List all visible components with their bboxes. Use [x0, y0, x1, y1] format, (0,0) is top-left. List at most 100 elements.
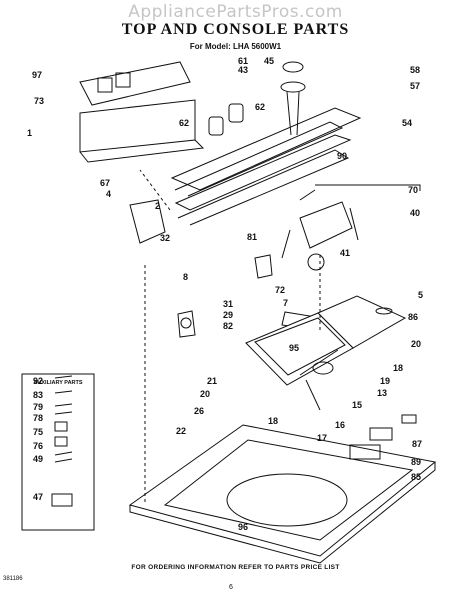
- console-end-cap: [129, 199, 166, 244]
- callout-16: 16: [335, 420, 345, 430]
- callout-85: 85: [411, 472, 421, 482]
- callout-82: 82: [223, 321, 233, 331]
- tub-opening: [226, 473, 348, 527]
- page-title: TOP AND CONSOLE PARTS: [121, 21, 350, 38]
- control-panel-window-1: [97, 77, 113, 93]
- callout-54: 54: [402, 118, 412, 128]
- callout-62-left: 62: [179, 118, 189, 128]
- callout-96: 96: [238, 522, 248, 532]
- lid: [245, 312, 354, 386]
- console-top-inner: [174, 121, 344, 197]
- callout-21: 21: [207, 376, 217, 386]
- ordering-note: FOR ORDERING INFORMATION REFER TO PARTS …: [131, 564, 340, 571]
- aux-part-47: [51, 493, 73, 507]
- lid-hinge-spring: [312, 361, 334, 375]
- callout-17: 17: [317, 433, 327, 443]
- callout-19: 19: [380, 376, 390, 386]
- callout-58: 58: [410, 65, 420, 75]
- timer-assembly: [299, 201, 353, 249]
- callout-72: 72: [275, 285, 285, 295]
- console-top: [170, 107, 362, 191]
- callout-20-left: 20: [200, 389, 210, 399]
- callout-49: 49: [33, 454, 43, 464]
- callout-7: 7: [283, 298, 288, 308]
- leader-dashed: [139, 169, 321, 505]
- control-panel: [79, 61, 191, 106]
- doc-number: 381186: [3, 576, 23, 582]
- auxiliary-parts-title: AUXILIARY PARTS: [33, 380, 83, 386]
- callout-67: 67: [100, 178, 110, 188]
- console-trim: [174, 134, 352, 211]
- callout-31: 31: [223, 299, 233, 309]
- aux-part-76: [54, 436, 68, 447]
- callout-81: 81: [247, 232, 257, 242]
- callout-57: 57: [410, 81, 420, 91]
- callout-4: 4: [106, 189, 111, 199]
- lid-switch: [401, 414, 417, 424]
- switch-bracket: [177, 310, 196, 338]
- top-cover: [128, 424, 437, 557]
- knob: [282, 61, 304, 73]
- control-panel-window-2: [115, 72, 131, 88]
- wire-harness: [281, 184, 421, 259]
- callout-45: 45: [264, 56, 274, 66]
- callout-87: 87: [412, 439, 422, 449]
- callout-41: 41: [340, 248, 350, 258]
- lid-switch-actuator: [375, 307, 393, 315]
- lid-switch-housing: [349, 444, 381, 460]
- timer-motor: [307, 253, 325, 271]
- callout-43: 43: [238, 65, 248, 75]
- callout-62-right: 62: [255, 102, 265, 112]
- aux-part-lines: [54, 375, 73, 415]
- callout-18-right: 18: [393, 363, 403, 373]
- callout-13: 13: [377, 388, 387, 398]
- switch-right: [228, 103, 244, 123]
- callout-18-left: 18: [268, 416, 278, 426]
- callout-75: 75: [33, 427, 43, 437]
- aux-part-49: [54, 451, 73, 463]
- callout-78: 78: [33, 413, 43, 423]
- callout-32: 32: [160, 233, 170, 243]
- top-cover-edge: [129, 462, 436, 564]
- callout-5: 5: [418, 290, 423, 300]
- watermark: AppliancePartsPros.com: [128, 2, 343, 22]
- callout-22: 22: [176, 426, 186, 436]
- console-back-panel: [79, 99, 196, 153]
- callout-83: 83: [33, 390, 43, 400]
- auxiliary-parts-box: [21, 373, 95, 531]
- lid-switch-bracket: [369, 427, 393, 441]
- callout-2: 2: [155, 201, 160, 211]
- switch-knob: [180, 317, 192, 329]
- callout-73: 73: [34, 96, 44, 106]
- page-number: 6: [229, 584, 233, 591]
- callout-92: 92: [33, 376, 43, 386]
- aux-part-75: [54, 421, 68, 432]
- callout-70: 70: [408, 185, 418, 195]
- console-lower-trim: [177, 149, 350, 226]
- model-line: For Model: LHA 5600W1: [189, 42, 282, 51]
- callout-95: 95: [289, 343, 299, 353]
- top-cover-opening: [163, 439, 414, 541]
- bracket-31: [254, 254, 273, 279]
- console-back-panel-edge: [79, 139, 205, 163]
- callout-15: 15: [352, 400, 362, 410]
- callout-76: 76: [33, 441, 43, 451]
- callout-20-right: 20: [411, 339, 421, 349]
- timer-bracket: [349, 207, 359, 241]
- callout-40: 40: [410, 208, 420, 218]
- callout-97: 97: [32, 70, 42, 80]
- callout-29: 29: [223, 310, 233, 320]
- callout-8: 8: [183, 272, 188, 282]
- switch-left: [208, 116, 224, 136]
- callout-47: 47: [33, 492, 43, 502]
- callout-90: 90: [337, 151, 347, 161]
- callout-61: 61: [238, 56, 248, 66]
- knob-skirt: [280, 81, 306, 93]
- callout-79: 79: [33, 402, 43, 412]
- callout-26: 26: [194, 406, 204, 416]
- callout-1: 1: [27, 128, 32, 138]
- timer-shaft: [286, 91, 300, 136]
- callout-89: 89: [411, 457, 421, 467]
